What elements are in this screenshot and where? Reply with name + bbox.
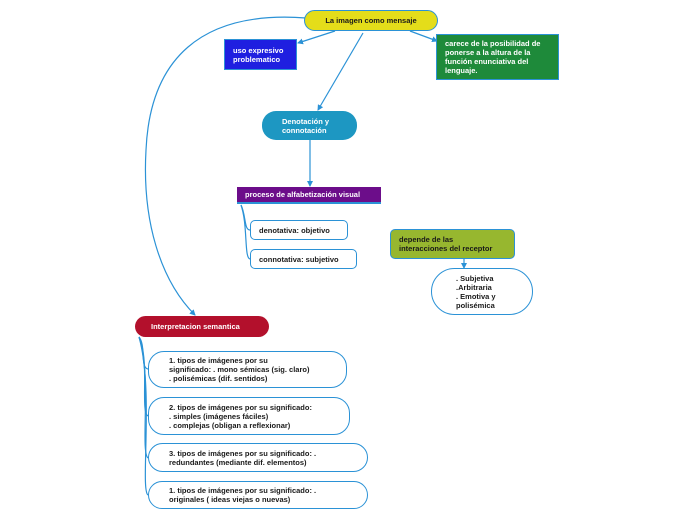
node-label: Denotación y connotación xyxy=(282,116,330,135)
node-tipos-imagenes-4[interactable]: 1. tipos de imágenes por su significado:… xyxy=(148,481,368,509)
node-proceso-alfabetizacion-visual[interactable]: proceso de alfabetización visual xyxy=(237,187,381,204)
node-tipos-imagenes-2[interactable]: 2. tipos de imágenes por su significado:… xyxy=(148,397,350,435)
node-label: proceso de alfabetización visual xyxy=(245,190,361,199)
node-label: denotativa: objetivo xyxy=(259,225,330,235)
edge-title-to-denotacion xyxy=(317,32,364,111)
node-label: La imagen como mensaje xyxy=(325,16,417,25)
node-label: . Subjetiva .Arbitraria . Emotiva y poli… xyxy=(456,273,496,310)
edge-title-to-uso xyxy=(297,30,336,45)
edge-proceso-to-connotativa xyxy=(240,204,251,260)
node-label: connotativa: subjetivo xyxy=(259,254,339,264)
node-la-imagen-como-mensaje[interactable]: La imagen como mensaje xyxy=(304,10,438,31)
node-label: depende de las interacciones del recepto… xyxy=(399,235,493,253)
node-label: 2. tipos de imágenes por su significado:… xyxy=(169,402,312,430)
edge-title-to-interpretacion xyxy=(144,16,307,316)
node-label: 1. tipos de imágenes por su significado:… xyxy=(169,356,310,383)
node-subjetiva-arbitraria[interactable]: . Subjetiva .Arbitraria . Emotiva y poli… xyxy=(431,268,533,315)
node-uso-expresivo[interactable]: uso expresivo problematico xyxy=(224,39,297,70)
node-denotativa[interactable]: denotativa: objetivo xyxy=(250,220,348,240)
node-connotativa[interactable]: connotativa: subjetivo xyxy=(250,249,357,269)
node-tipos-imagenes-3[interactable]: 3. tipos de imágenes por su significado:… xyxy=(148,443,368,472)
node-denotacion-y-connotacion[interactable]: Denotación y connotación xyxy=(262,111,357,140)
node-label: Interpretacion semantica xyxy=(151,322,240,331)
node-label: carece de la posibilidad de ponerse a la… xyxy=(445,39,541,75)
node-tipos-imagenes-1[interactable]: 1. tipos de imágenes por su significado:… xyxy=(148,351,347,388)
node-depende-de-las-interacciones[interactable]: depende de las interacciones del recepto… xyxy=(390,229,515,259)
node-label: 1. tipos de imágenes por su significado:… xyxy=(169,486,317,504)
node-interpretacion-semantica[interactable]: Interpretacion semantica xyxy=(135,316,269,337)
edge-title-to-carece xyxy=(409,30,438,43)
node-label: 3. tipos de imágenes por su significado:… xyxy=(169,448,317,467)
edge-interpretacion-to-tipo4 xyxy=(138,336,149,496)
node-label: uso expresivo problematico xyxy=(233,45,284,64)
node-carece-de-la-posibilidad[interactable]: carece de la posibilidad de ponerse a la… xyxy=(436,34,559,80)
